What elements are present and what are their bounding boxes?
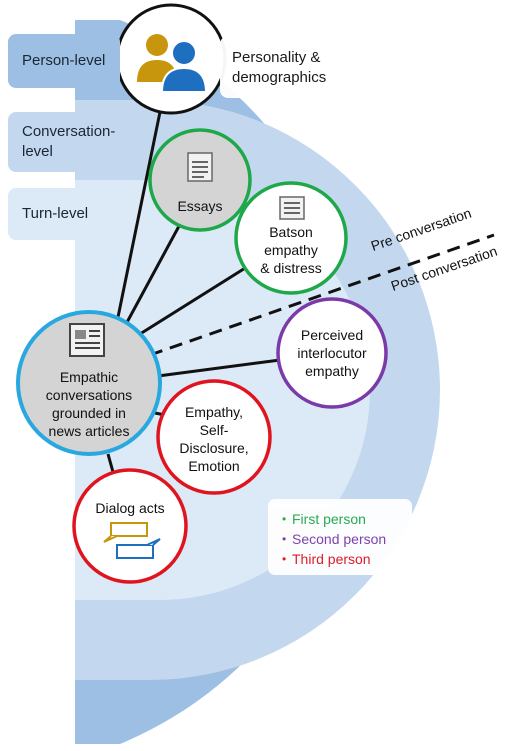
person-node	[115, 3, 227, 115]
turn-features-line-4: Emotion	[188, 458, 240, 474]
essays-label: Essays	[170, 196, 230, 216]
form-icon	[279, 196, 305, 220]
conversation-level-label: Conversation- level	[8, 112, 120, 172]
center-line-2: conversations	[45, 387, 133, 403]
batson-label: Batson empathy & distress	[251, 222, 331, 278]
document-icon	[187, 152, 213, 182]
personality-line-1: Personality &	[232, 49, 321, 66]
turn-features-line-2: Self-	[199, 422, 229, 438]
legend-item-first: • First person	[282, 509, 412, 529]
legend-bullet-third: •	[282, 552, 287, 566]
central-node	[16, 310, 162, 456]
legend: • First person • Second person • Third p…	[268, 499, 412, 575]
perceived-node	[276, 297, 388, 409]
people-icon	[137, 34, 208, 93]
perceived-line-2: interlocutor	[297, 345, 367, 361]
legend-label-first: First person	[292, 511, 366, 527]
pre-post-divider	[149, 233, 495, 357]
center-label: Empathic conversations grounded in news …	[28, 366, 150, 442]
conversation-level-text-1: Conversation-	[22, 123, 116, 140]
connector-lines	[106, 111, 495, 473]
turn-features-label: Empathy, Self- Disclosure, Emotion	[174, 402, 254, 476]
perceived-line-1: Perceived	[300, 327, 364, 343]
person-level-text: Person-level	[22, 52, 106, 69]
batson-line-3: & distress	[260, 260, 322, 276]
dialog-acts-label: Dialog acts	[85, 498, 175, 518]
personality-line-2: demographics	[232, 69, 327, 86]
legend-label-third: Third person	[292, 551, 371, 567]
batson-line-2: empathy	[264, 242, 318, 258]
turn-level-label: Turn-level	[8, 188, 120, 240]
legend-bullet-second: •	[282, 532, 287, 546]
center-line-3: grounded in	[52, 405, 126, 421]
perceived-label: Perceived interlocutor empathy	[287, 325, 377, 381]
perceived-line-3: empathy	[305, 363, 359, 379]
legend-item-third: • Third person	[282, 549, 412, 569]
personality-box: Personality & demographics	[220, 36, 352, 98]
turn-level-text: Turn-level	[22, 205, 89, 222]
batson-line-1: Batson	[269, 224, 313, 240]
legend-label-second: Second person	[292, 531, 387, 547]
legend-bullet-first: •	[282, 512, 287, 526]
center-line-4: news articles	[48, 423, 130, 439]
dialog-acts-text: Dialog acts	[95, 500, 165, 516]
legend-item-second: • Second person	[282, 529, 412, 549]
conversation-level-text-2: level	[22, 143, 53, 160]
turn-features-line-1: Empathy,	[184, 404, 244, 420]
batson-node	[234, 181, 348, 295]
turn-features-node	[156, 379, 272, 495]
turn-features-line-3: Disclosure,	[179, 440, 249, 456]
center-line-1: Empathic	[59, 369, 119, 385]
newspaper-icon	[69, 323, 105, 357]
speech-bubbles-icon	[103, 522, 161, 559]
essays-text: Essays	[177, 198, 223, 214]
person-level-label: Person-level	[8, 34, 120, 88]
